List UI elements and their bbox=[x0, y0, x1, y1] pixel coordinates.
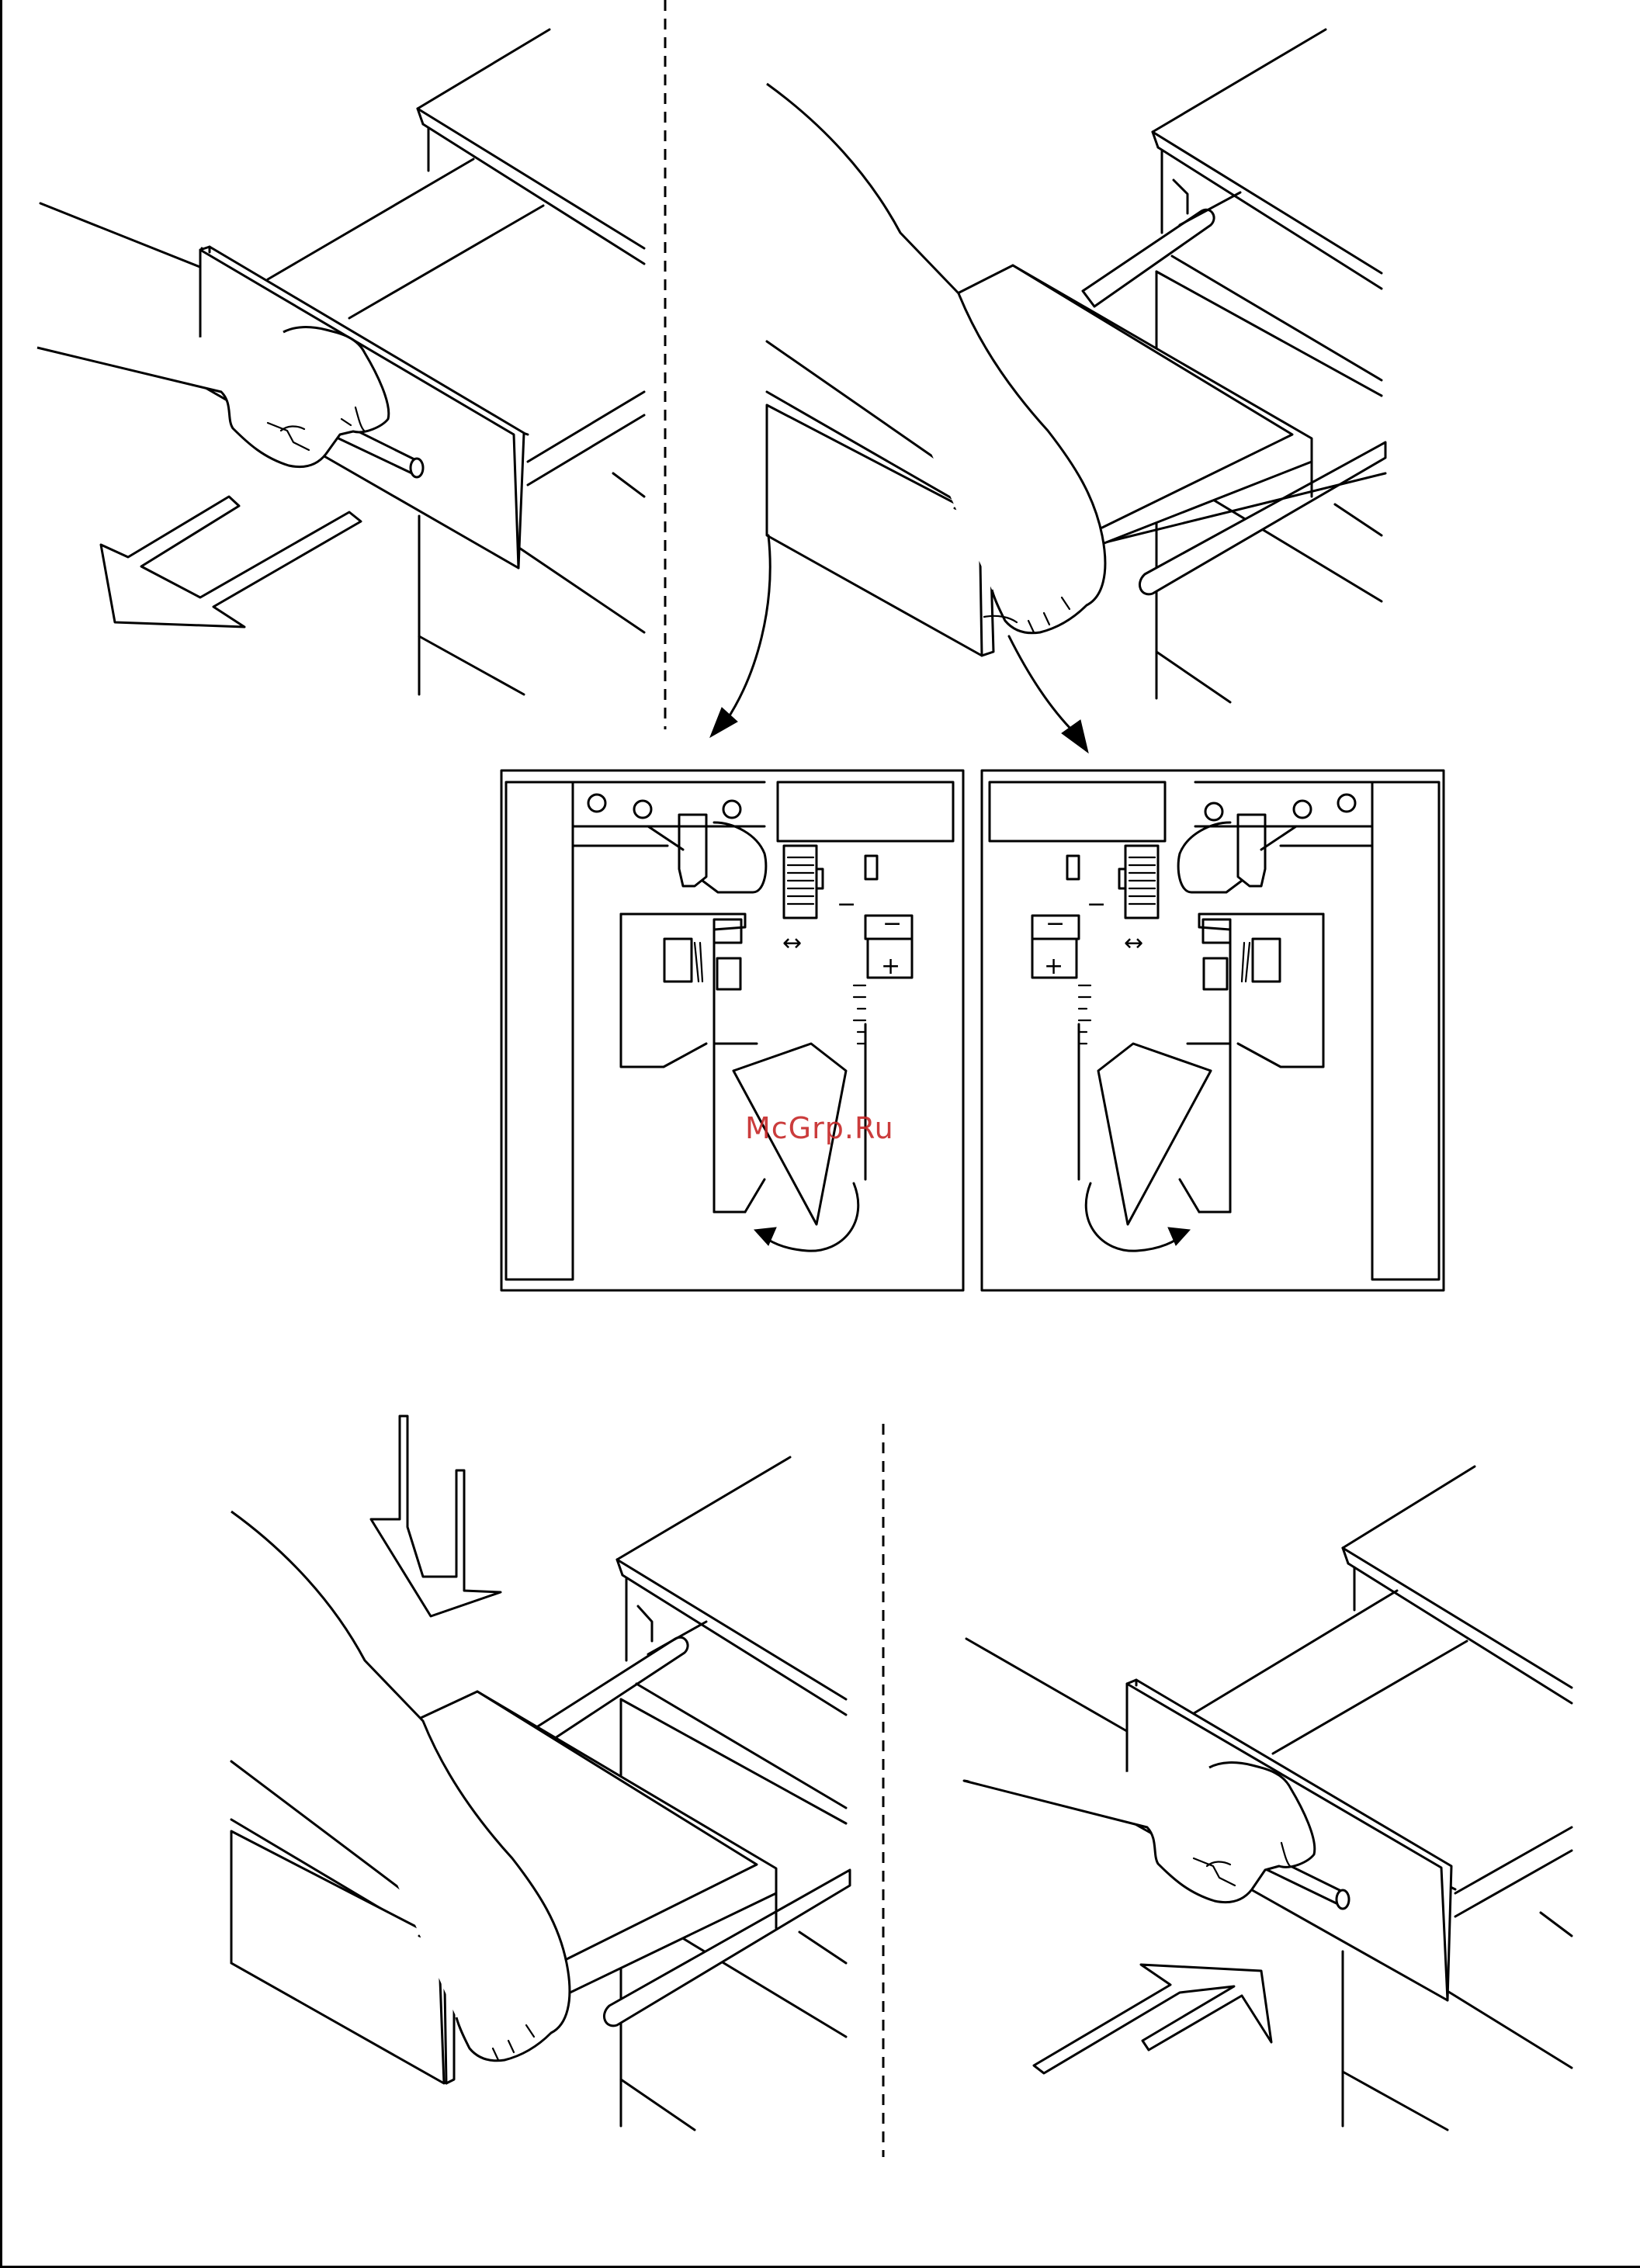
watermark-text: McGrp.Ru bbox=[745, 1111, 894, 1145]
step-4-push-drawer bbox=[964, 1466, 1572, 2130]
step-1-pull-drawer bbox=[37, 29, 644, 694]
plus-symbol: + bbox=[881, 953, 900, 980]
minus-symbol: − bbox=[1087, 891, 1106, 918]
detail-left: − ↔ + − bbox=[501, 770, 963, 1290]
minus-symbol-2: − bbox=[882, 910, 902, 937]
step-3-place-drawer bbox=[231, 1416, 850, 2130]
detail-right: − ↔ + − bbox=[982, 770, 1444, 1290]
adjust-symbol: ↔ bbox=[782, 930, 802, 957]
minus-symbol: − bbox=[837, 891, 856, 918]
adjust-symbol: ↔ bbox=[1124, 930, 1143, 957]
minus-symbol-2: − bbox=[1045, 910, 1065, 937]
plus-symbol: + bbox=[1044, 953, 1063, 980]
step-2-lift-drawer bbox=[767, 29, 1385, 702]
